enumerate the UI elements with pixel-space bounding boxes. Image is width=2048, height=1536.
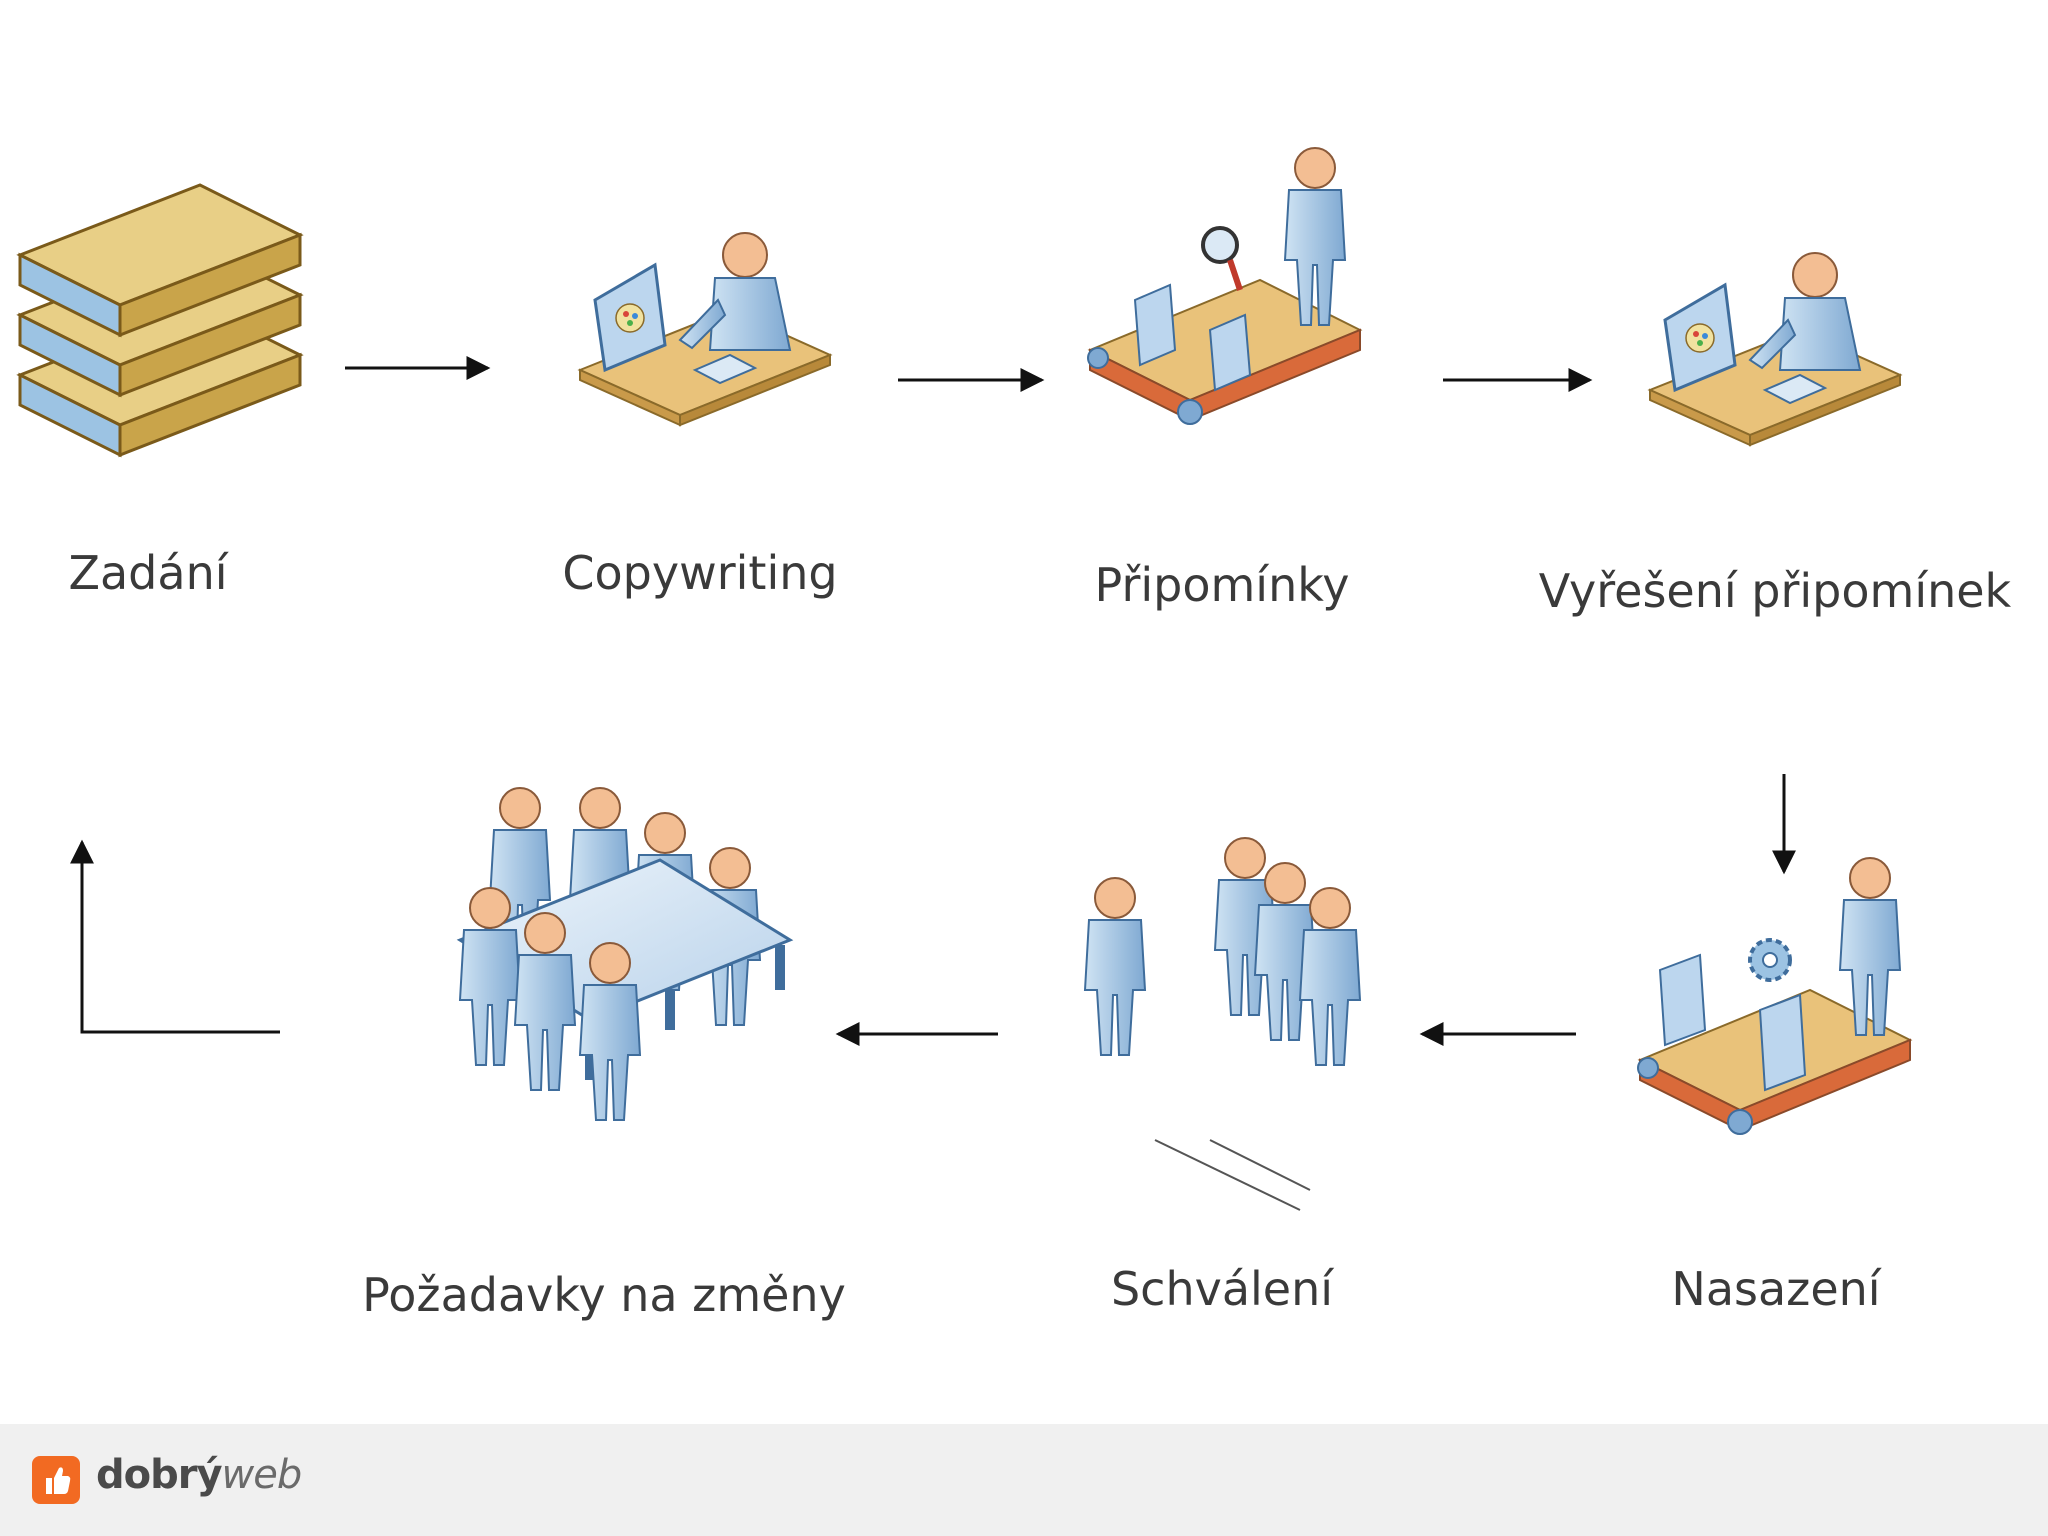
step-label-pozadavky: Požadavky na změny: [362, 1268, 846, 1322]
worker-conveyor-gear-icon: [1637, 857, 1913, 1135]
meeting-table-icon: [456, 787, 794, 1121]
footer-bar: dobrýweb: [0, 1424, 2048, 1536]
step-label-schvaleni: Schválení: [1110, 1262, 1334, 1316]
step-label-zadani: Zadání: [68, 546, 228, 600]
person-at-computer-icon: [578, 231, 832, 427]
inspector-conveyor-icon: [1087, 147, 1363, 425]
brand-name: dobrýweb: [96, 1452, 303, 1498]
group-of-people-icon: [1084, 837, 1361, 1211]
books-stack-icon: [16, 183, 304, 458]
brand-name-light: web: [221, 1452, 303, 1498]
arrow-pozadavky-back: [70, 839, 280, 1034]
step-label-copywriting: Copywriting: [562, 546, 838, 600]
brand-name-bold: dobrý: [96, 1452, 223, 1498]
process-diagram: [16, 147, 1913, 1211]
thumbs-up-logo-icon: [32, 1456, 80, 1504]
step-label-vyreseni: Vyřešení připomínek: [1538, 564, 2012, 618]
step-label-pripominky: Připomínky: [1094, 558, 1350, 612]
person-at-computer-icon: [1648, 251, 1902, 447]
step-label-nasazeni: Nasazení: [1671, 1262, 1881, 1316]
flow-arrows: [70, 356, 1796, 1046]
